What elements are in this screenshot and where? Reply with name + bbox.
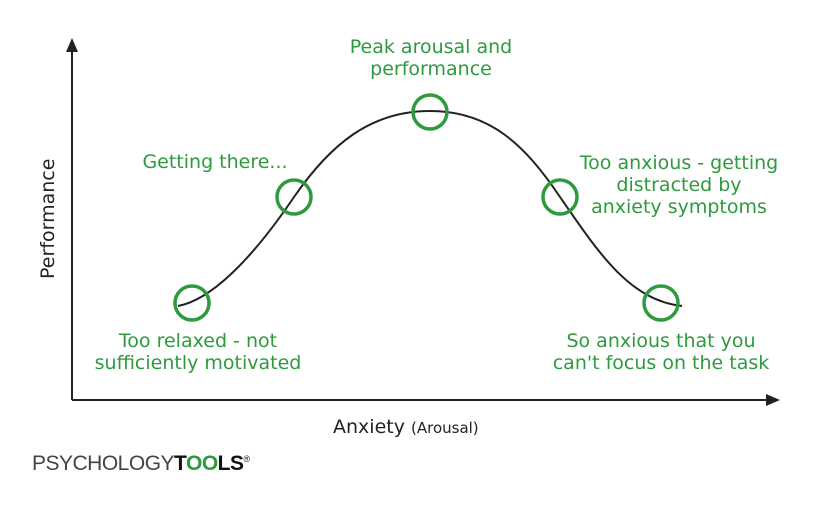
label-too-anxious: Too anxious - getting distracted by anxi…: [564, 152, 794, 218]
logo-text: T: [174, 452, 186, 475]
registered-mark: ®: [243, 454, 251, 464]
point-marker-too-relaxed: [173, 284, 211, 322]
psychology-tools-logo: PSYCHOLOGYTOOLS®: [32, 452, 250, 476]
label-line: Too relaxed - not: [118, 330, 278, 352]
point-marker-too-anxious: [541, 178, 579, 216]
point-marker-peak: [411, 93, 449, 131]
label-line: Getting there...: [142, 151, 288, 173]
label-getting-there: Getting there...: [140, 151, 290, 173]
label-line: So anxious that you: [566, 330, 756, 352]
label-line: anxiety symptoms: [591, 196, 767, 218]
logo-text: LS: [217, 452, 244, 475]
label-line: performance: [370, 58, 492, 80]
logo-text: PSYCHOLOGY: [32, 452, 175, 475]
label-line: Too anxious - getting: [579, 152, 779, 174]
performance-curve: [177, 109, 683, 307]
label-line: Peak arousal and: [349, 36, 513, 58]
x-axis-title: Anxiety: [333, 416, 405, 438]
x-axis-label: Anxiety (Arousal): [333, 416, 479, 438]
label-so-anxious: So anxious that you can't focus on the t…: [536, 330, 786, 374]
label-too-relaxed: Too relaxed - not sufficiently motivated: [82, 330, 314, 374]
logo-gear-icon: OO: [186, 452, 218, 475]
x-axis-subtitle: (Arousal): [411, 419, 479, 437]
y-axis-arrow-icon: [66, 38, 78, 52]
label-line: can't focus on the task: [552, 352, 770, 374]
point-marker-so-anxious: [642, 284, 680, 322]
y-axis-label: Performance: [37, 158, 59, 279]
label-line: sufficiently motivated: [94, 352, 302, 374]
label-line: distracted by: [616, 174, 742, 196]
x-axis-arrow-icon: [766, 394, 780, 406]
point-marker-getting-there: [275, 178, 313, 216]
label-peak: Peak arousal and performance: [326, 36, 536, 80]
